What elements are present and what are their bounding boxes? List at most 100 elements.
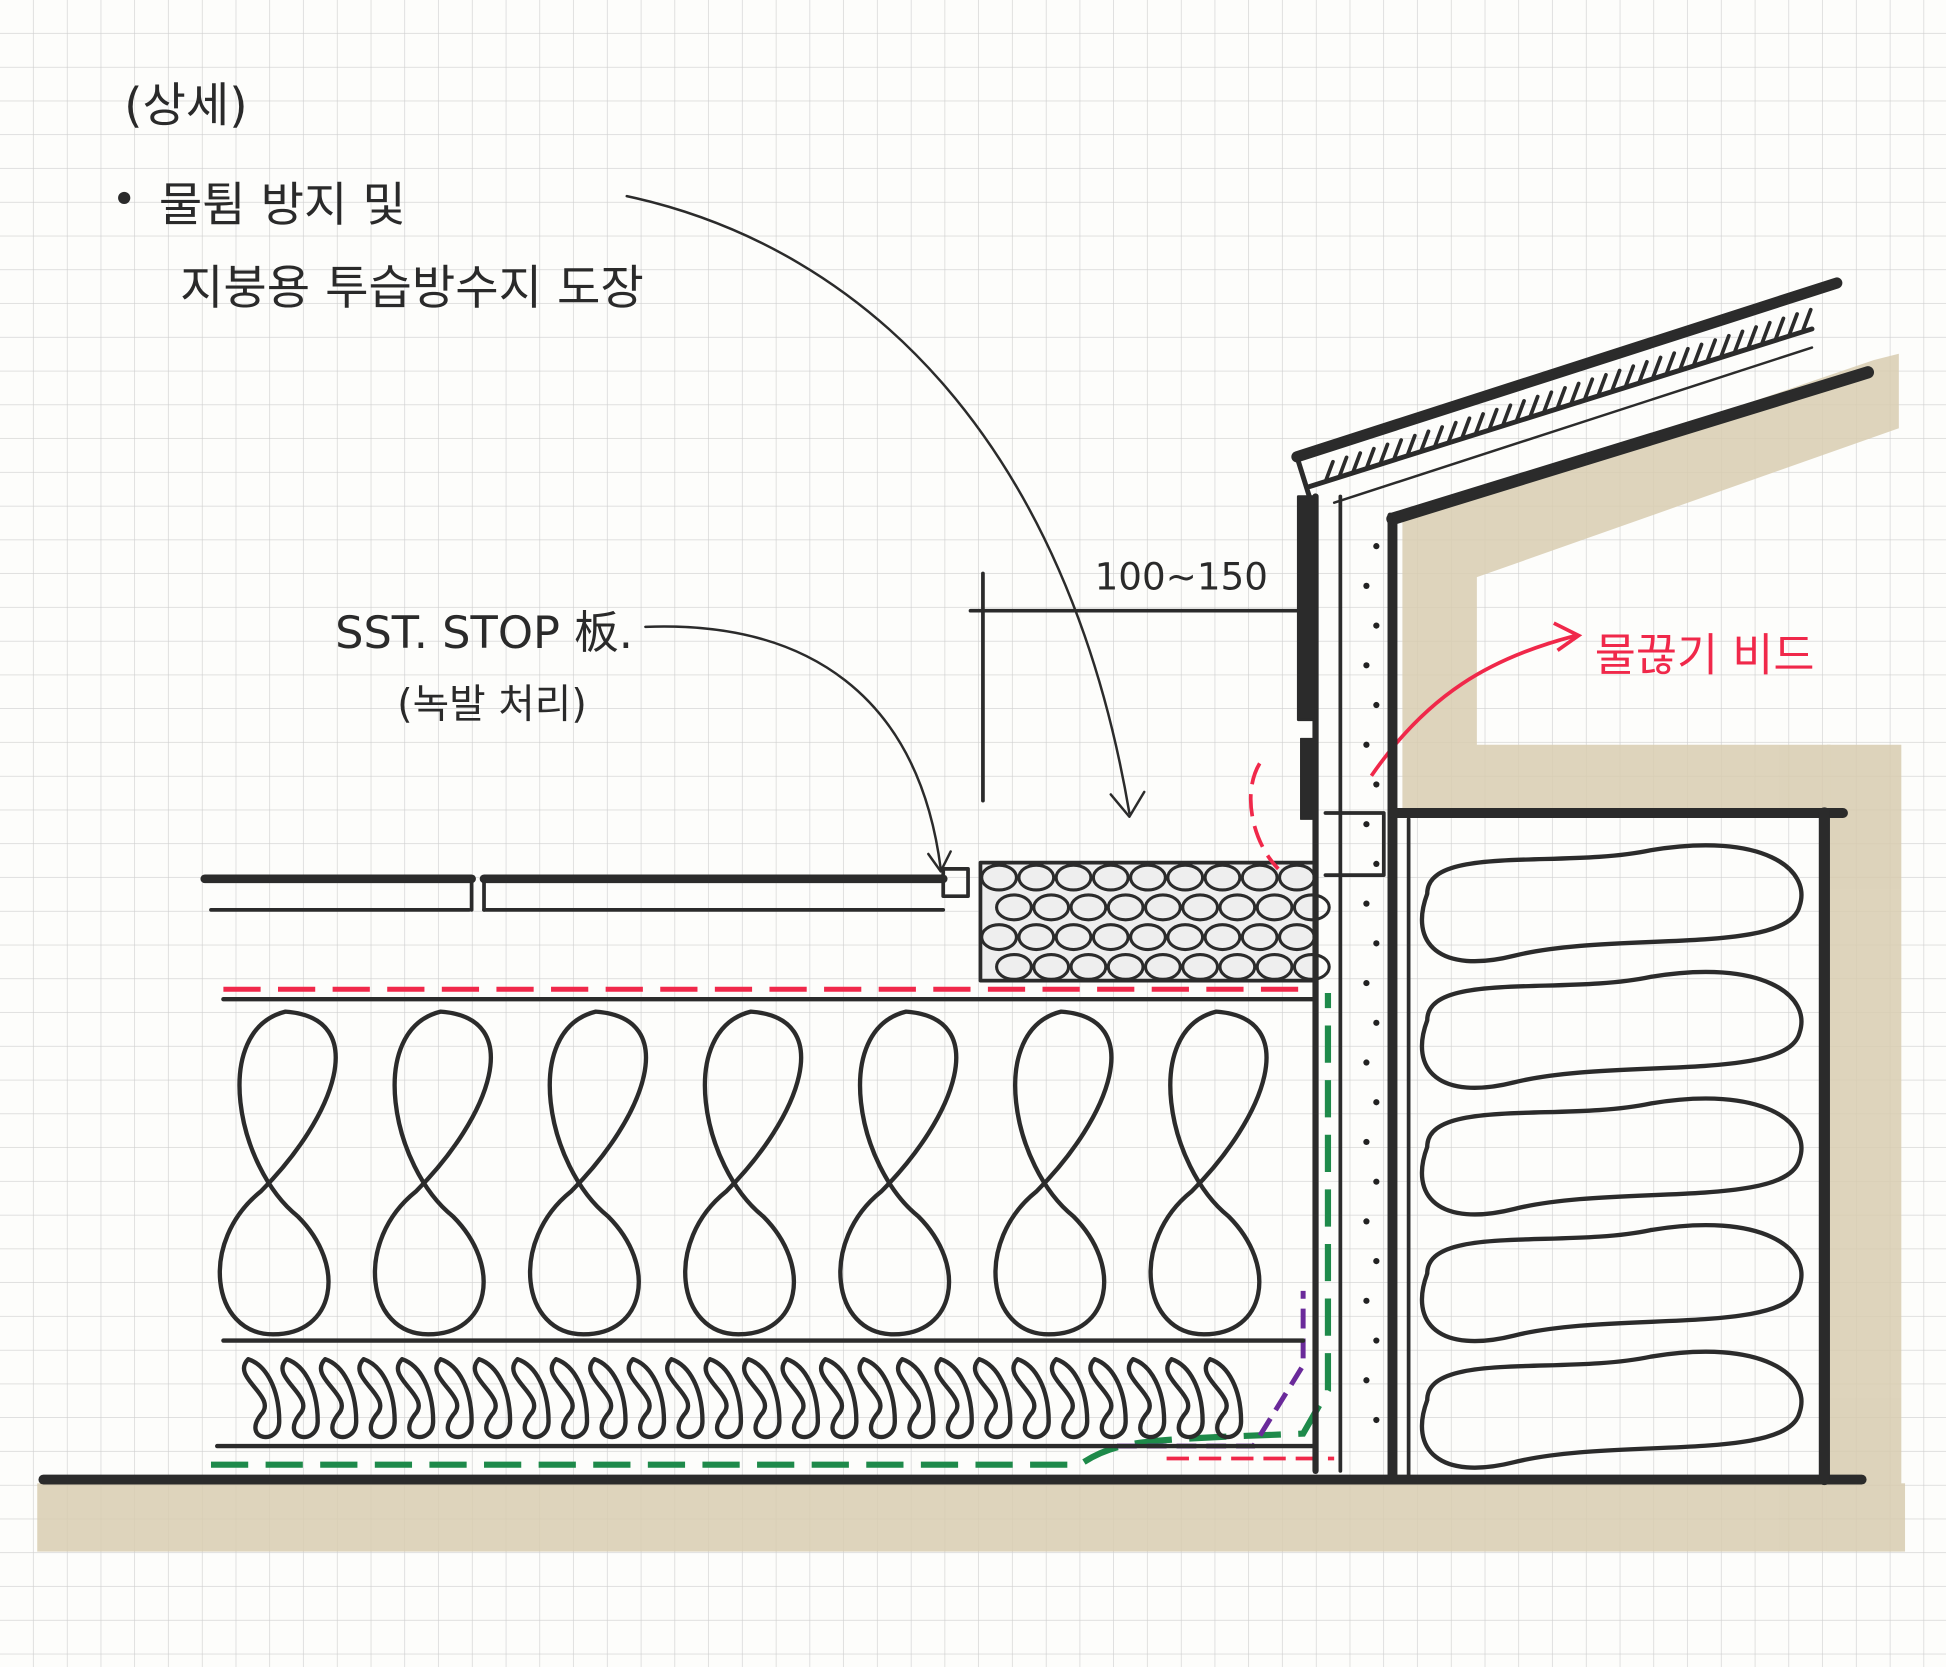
mortar-dot: [1363, 1059, 1370, 1066]
mortar-dot: [1373, 860, 1380, 868]
insulation-small-loop: [280, 1356, 320, 1440]
gravel-pebble: [1129, 863, 1167, 892]
insulation-small-loop: [434, 1356, 474, 1440]
roof-hatch-mark: [1555, 386, 1567, 410]
mortar-dot: [1363, 900, 1370, 907]
mortar-dot: [1363, 1297, 1370, 1304]
insulation-small-loop: [357, 1356, 397, 1440]
sketch-title: (상세): [124, 79, 248, 134]
gravel-pebble: [1069, 893, 1108, 922]
paving-slabs: [200, 867, 970, 912]
insulation-small-loop: [549, 1356, 590, 1440]
roof-hatch-mark: [1610, 368, 1622, 393]
mortar-dot: [1363, 662, 1370, 669]
gravel-pebble: [980, 863, 1018, 892]
roof-hatch-mark: [1637, 359, 1649, 384]
gravel-pebble: [1203, 923, 1242, 952]
wall-insulation-loop: [1419, 1349, 1804, 1470]
green-membrane-line: [210, 993, 1332, 1468]
roof-hatch-mark: [1391, 438, 1404, 462]
gravel-pebble: [1166, 923, 1205, 952]
mortar-dot: [1373, 940, 1380, 947]
insulation-small-loop: [665, 1356, 705, 1440]
insulation-small-loop: [395, 1356, 436, 1440]
roof-hatch-mark: [1664, 351, 1677, 375]
dimension-lines: [968, 571, 1305, 803]
roof-hatch-mark: [1432, 425, 1444, 449]
insulation-loop: [993, 1009, 1114, 1337]
mortar-dot: [1373, 701, 1380, 709]
mortar-dot: [1363, 741, 1370, 748]
mortar-dot: [1373, 1416, 1380, 1424]
gravel-pebble: [995, 893, 1033, 922]
insulation-loop: [683, 1009, 804, 1337]
roof-hatch-mark: [1323, 459, 1335, 484]
insulation-small-loop: [780, 1356, 821, 1440]
insulation-small-loop: [1011, 1356, 1051, 1440]
insulation-loop: [527, 1009, 649, 1337]
gravel-pebble: [1091, 923, 1130, 952]
mortar-dot: [1363, 1138, 1370, 1146]
roof-hatch-mark: [1350, 451, 1363, 475]
insulation-small-loop: [742, 1356, 782, 1440]
roof-hatch-mark: [1514, 399, 1526, 423]
wall-insulation-loop: [1419, 843, 1804, 964]
gravel-pebble: [1143, 952, 1182, 981]
insulation-small-loop: [472, 1356, 513, 1440]
roof-hatch-mark: [1473, 412, 1485, 436]
insulation-small-loop: [1049, 1356, 1090, 1440]
gravel-pebble: [1218, 952, 1257, 981]
gravel-pebble: [1292, 952, 1331, 981]
gravel-pebble: [1017, 863, 1056, 892]
slab-insulation: [215, 997, 1318, 1449]
insulation-small-loop: [241, 1356, 282, 1440]
roof-hatch-mark: [1364, 446, 1376, 471]
gravel-pebble: [980, 923, 1018, 952]
gravel-pebble: [1091, 863, 1130, 892]
roof-hatch-mark: [1405, 433, 1417, 458]
insulation-small-loop: [934, 1356, 974, 1440]
gravel-pebble: [1106, 952, 1145, 981]
gravel-pebble: [1032, 893, 1071, 922]
gravel-pebble: [1218, 893, 1257, 922]
roof-hatch-mark: [1542, 390, 1554, 414]
insulation-small-loop: [588, 1356, 628, 1440]
roof-hatch-mark: [1801, 307, 1813, 332]
mortar-dot: [1373, 1258, 1380, 1265]
insulation-small-loop: [1203, 1356, 1244, 1440]
gravel-pebble: [1106, 893, 1145, 922]
roof-hatch-mark: [1446, 420, 1458, 445]
mortar-dot: [1363, 979, 1370, 987]
note-line-2: 지붕용 투습방수지 도장: [180, 261, 644, 316]
gravel-pebble: [1181, 952, 1220, 981]
wall-section: [1296, 493, 1848, 1486]
gravel-pebble: [1255, 952, 1294, 981]
gravel-pebble: [1143, 893, 1182, 922]
roof-section: [1291, 277, 1875, 526]
insulation-small-loop: [818, 1356, 859, 1440]
roof-hatch-mark: [1651, 355, 1663, 380]
gravel-pebble: [1255, 893, 1294, 922]
insulation-loop: [217, 1009, 338, 1337]
mortar-dot: [1363, 582, 1370, 589]
mortar-dot: [1373, 1019, 1380, 1026]
drip-bead-arrowhead: [1552, 621, 1583, 652]
gravel-pebble: [1054, 863, 1093, 892]
mortar-dot: [1363, 821, 1370, 828]
mortar-dot: [1373, 543, 1380, 550]
roof-hatch-mark: [1378, 442, 1390, 467]
gravel-pebble: [1069, 952, 1108, 981]
insulation-small-loop: [318, 1356, 359, 1440]
insulation-small-loop: [703, 1356, 744, 1440]
stop-plate-sublabel: (녹발 처리): [397, 681, 587, 727]
insulation-loop: [1148, 1009, 1269, 1337]
insulation-loop: [372, 1009, 493, 1337]
roof-hatch-mark: [1774, 316, 1786, 341]
roof-hatch-mark: [1733, 329, 1745, 354]
insulation-small-loop: [1088, 1356, 1128, 1440]
red-edge-line: [1166, 762, 1335, 1461]
gravel-pebble: [995, 952, 1033, 981]
roof-hatch-mark: [1337, 455, 1349, 480]
roof-hatch-mark: [1719, 333, 1731, 358]
